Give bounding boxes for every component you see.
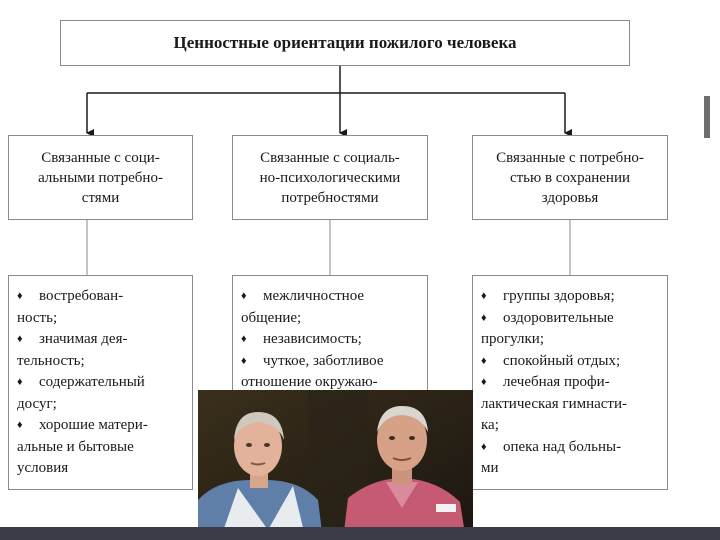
list-item-text: независимость; bbox=[263, 331, 362, 347]
list-item-text: хорошие матери- bbox=[39, 417, 148, 433]
list-item-text: ми bbox=[481, 460, 499, 476]
list-item-text: содержательный bbox=[39, 374, 145, 390]
category-line: но-психологическими bbox=[259, 169, 401, 186]
list-item: ♦ оздоровительные bbox=[481, 308, 659, 330]
diamond-bullet-icon: ♦ bbox=[241, 354, 247, 367]
list-item-text: досуг; bbox=[17, 395, 57, 412]
list-item-continuation: досуг; bbox=[17, 394, 184, 416]
list-item-continuation: ность; bbox=[17, 308, 184, 330]
list-item-text: ка; bbox=[481, 417, 499, 433]
list-item-text: востребован- bbox=[39, 288, 124, 304]
elderly-couple-photo bbox=[198, 390, 473, 540]
list-item-text: лактическая гимнасти- bbox=[481, 395, 628, 412]
list-item-text: значимая дея- bbox=[39, 331, 128, 347]
list-item-text: отношение окружаю- bbox=[241, 374, 378, 390]
diamond-bullet-icon: ♦ bbox=[241, 290, 247, 302]
diamond-bullet-icon: ♦ bbox=[481, 440, 487, 453]
list-item: ♦ содержательный bbox=[17, 372, 184, 394]
category-psychological: Связанные с социаль- но-психологическими… bbox=[232, 135, 428, 220]
list-social: ♦ востребован-ность; ♦ значимая дея-тельнос… bbox=[8, 275, 193, 490]
list-item: ♦ межличностное bbox=[241, 286, 419, 308]
list-item: ♦ хорошие матери- bbox=[17, 415, 184, 437]
list-item-continuation: отношение окружаю- bbox=[241, 372, 419, 394]
list-item: ♦ опека над больны- bbox=[481, 437, 659, 459]
list-item-continuation: условия bbox=[17, 458, 184, 480]
category-line: стями bbox=[81, 189, 120, 206]
category-line: Связанные с потребно- bbox=[496, 149, 644, 166]
list-item: ♦ группы здоровья; bbox=[481, 286, 659, 308]
diamond-bullet-icon: ♦ bbox=[481, 376, 487, 388]
list-health: ♦ группы здоровья; ♦ оздоровительные прогулк… bbox=[472, 275, 668, 490]
diamond-bullet-icon: ♦ bbox=[481, 290, 487, 302]
category-line: потребностями bbox=[281, 189, 379, 206]
diamond-bullet-icon: ♦ bbox=[241, 333, 247, 345]
category-social: Связанные с соци- альными потребно- стям… bbox=[8, 135, 193, 220]
list-item-text: лечебная профи- bbox=[503, 374, 610, 390]
list-item-continuation: прогулки; bbox=[481, 329, 659, 351]
diamond-bullet-icon: ♦ bbox=[481, 354, 487, 367]
list-item-continuation: ми bbox=[481, 458, 659, 480]
list-item-text: опека над больны- bbox=[503, 438, 622, 455]
list-item-text: межличностное bbox=[263, 288, 365, 304]
category-line: стью в сохранении bbox=[509, 169, 631, 186]
list-item: ♦ чуткое, заботливое bbox=[241, 351, 419, 373]
diamond-bullet-icon: ♦ bbox=[17, 333, 23, 345]
list-item-text: тельность; bbox=[17, 352, 85, 369]
list-item-continuation: ка; bbox=[481, 415, 659, 437]
list-item-text: чуткое, заботливое bbox=[263, 352, 384, 369]
list-item-text: прогулки; bbox=[481, 331, 544, 347]
list-item: ♦ спокойный отдых; bbox=[481, 351, 659, 373]
list-item-continuation: общение; bbox=[241, 308, 419, 330]
list-item-continuation: лактическая гимнасти- bbox=[481, 394, 659, 416]
diagram-title-text: Ценностные ориентации пожилого человека bbox=[173, 33, 517, 52]
category-line: Связанные с соци- bbox=[41, 149, 160, 166]
list-item-text: условия bbox=[17, 460, 69, 476]
diamond-bullet-icon: ♦ bbox=[17, 290, 23, 302]
category-health: Связанные с потребно- стью в сохранении … bbox=[472, 135, 668, 220]
slide-bottom-bar bbox=[0, 527, 720, 540]
diamond-bullet-icon: ♦ bbox=[17, 376, 23, 388]
diamond-bullet-icon: ♦ bbox=[17, 419, 23, 431]
slide-edge-mark bbox=[704, 96, 710, 138]
list-item-continuation: альные и бытовые bbox=[17, 437, 184, 459]
category-line: здоровья bbox=[541, 189, 599, 206]
diagram-title: Ценностные ориентации пожилого человека bbox=[60, 20, 630, 66]
list-item: ♦ независимость; bbox=[241, 329, 419, 351]
list-item-text: группы здоровья; bbox=[503, 288, 615, 304]
list-item: ♦ значимая дея- bbox=[17, 329, 184, 351]
list-item-text: спокойный отдых; bbox=[503, 352, 621, 369]
list-item-continuation: тельность; bbox=[17, 351, 184, 373]
list-item-text: ность; bbox=[17, 309, 58, 326]
category-line: альными потребно- bbox=[38, 169, 163, 186]
list-item-text: альные и бытовые bbox=[17, 438, 134, 455]
diamond-bullet-icon: ♦ bbox=[481, 311, 487, 324]
list-item: ♦ лечебная профи- bbox=[481, 372, 659, 394]
list-item: ♦ востребован- bbox=[17, 286, 184, 308]
list-item-text: оздоровительные bbox=[503, 309, 614, 326]
couple-illustration bbox=[198, 390, 473, 540]
category-line: Связанные с социаль- bbox=[260, 149, 400, 166]
list-item-text: общение; bbox=[241, 309, 302, 326]
